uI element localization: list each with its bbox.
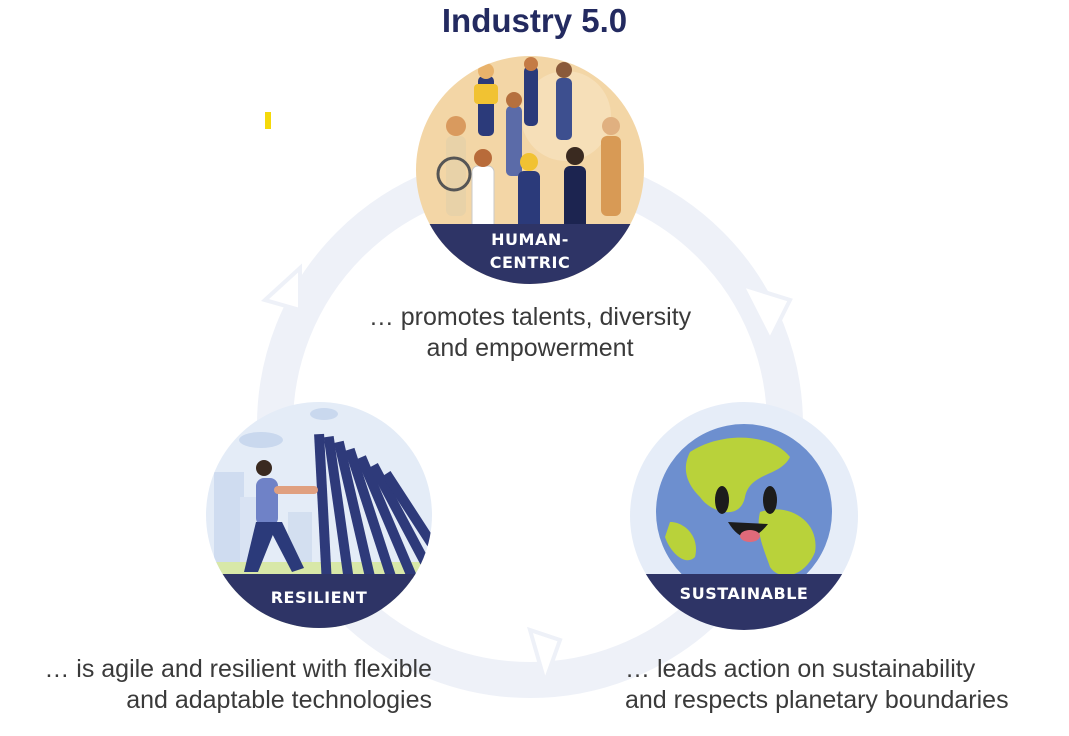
human-centric-label-line1: HUMAN-: [491, 230, 569, 249]
cycle-arrow-left: [261, 263, 302, 313]
resilient-badge: RESILIENT: [206, 402, 432, 628]
sustainable-badge: SUSTAINABLE: [630, 402, 858, 630]
resilient-label: RESILIENT: [270, 588, 368, 607]
resilient-caption: … is agile and resilient with flexible a…: [20, 654, 432, 716]
sustainable-caption-line2: and respects planetary boundaries: [625, 686, 1009, 714]
human-centric-caption-line2: and empowerment: [426, 334, 634, 362]
resilient-caption-line1: … is agile and resilient with flexible: [44, 655, 432, 683]
resilient-illustration: [206, 402, 432, 628]
yellow-marker: [265, 112, 271, 129]
human-centric-illustration: [416, 56, 644, 284]
sustainable-caption: … leads action on sustainability and res…: [625, 654, 1045, 716]
cycle-arrow-right: [738, 281, 793, 345]
diagram-title: Industry 5.0: [441, 2, 628, 39]
sustainable-caption-line1: … leads action on sustainability: [625, 655, 976, 683]
human-centric-caption: … promotes talents, diversity and empowe…: [330, 302, 730, 364]
cycle-arrow-bottom: [527, 626, 563, 689]
resilient-caption-line2: and adaptable technologies: [126, 686, 432, 714]
human-centric-caption-line1: … promotes talents, diversity: [368, 303, 692, 331]
sustainable-illustration: [630, 402, 858, 630]
sustainable-label: SUSTAINABLE: [679, 584, 809, 603]
human-centric-label-line2: CENTRIC: [489, 253, 571, 272]
human-centric-badge: HUMAN- CENTRIC: [416, 56, 644, 284]
